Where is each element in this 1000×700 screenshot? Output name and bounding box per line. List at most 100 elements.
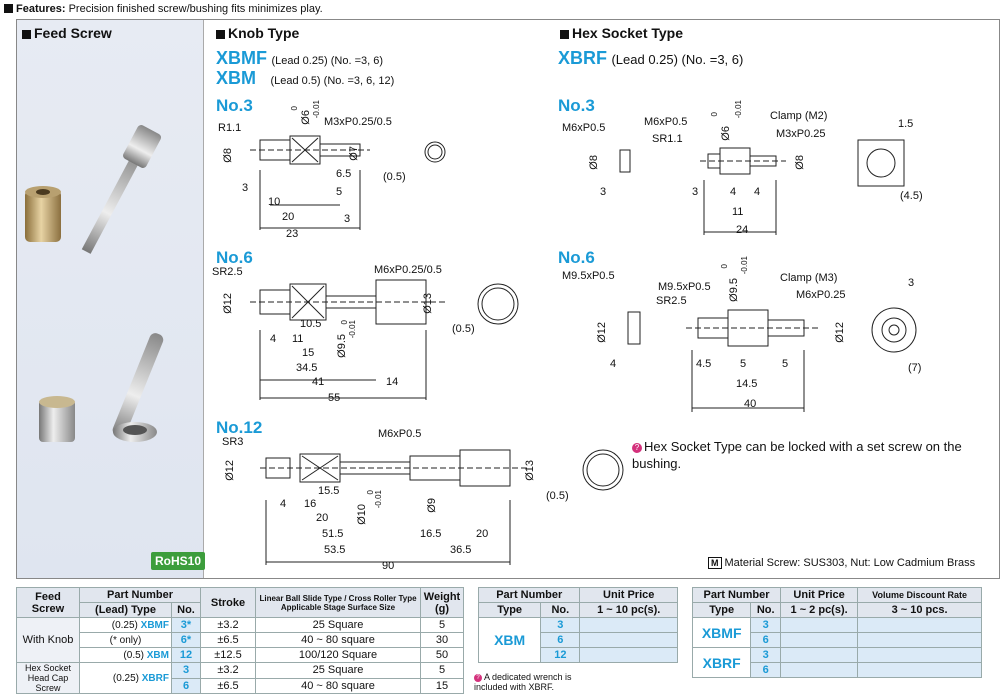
table-row: XBM 3 xyxy=(477,617,678,663)
feed-screw-heading: Feed Screw xyxy=(22,25,112,41)
price-table-xbmf-xbrf: Part Number Unit Price Volume Discount R… xyxy=(691,587,982,678)
product-photo-panel xyxy=(17,20,204,578)
hex-no3-label: No.3 xyxy=(558,96,595,115)
dim-k12-165: 16.5 xyxy=(420,528,442,540)
dim-k12-365: 36.5 xyxy=(450,544,472,556)
dim-h3-15: 1.5 xyxy=(898,118,914,130)
knob-no6-drawing xyxy=(250,279,519,400)
dim-k3-tol: -0.01 xyxy=(312,100,321,119)
dim-h6-tol: -0.01 xyxy=(740,256,749,275)
hex-lock-note: ?Hex Socket Type can be locked with a se… xyxy=(632,439,962,471)
knob-no6-label: No.6 xyxy=(216,248,253,267)
table-row: 6 xyxy=(693,662,982,678)
wrench-note: ?A dedicated wrench is included with XBR… xyxy=(474,672,572,692)
dim-h6-40: 40 xyxy=(744,398,757,410)
dim-h3-m6b: M6xP0.5 xyxy=(644,116,688,128)
rohs-badge: RoHS10 xyxy=(151,552,206,570)
dim-h3-clamp: Clamp (M2) xyxy=(770,110,828,122)
dim-k3-23: 23 xyxy=(286,228,299,240)
dim-h6-7: (7) xyxy=(908,362,922,374)
dim-k12-tol: -0.01 xyxy=(374,490,383,509)
dim-k12-05: (0.5) xyxy=(546,490,569,502)
dim-k3-d8: Ø8 xyxy=(222,148,234,163)
dim-h6-5b: 5 xyxy=(782,358,789,370)
dim-h3-11: 11 xyxy=(732,206,744,218)
knob-no12-drawing xyxy=(260,449,624,565)
dim-k6-sr: SR2.5 xyxy=(212,266,243,278)
dim-h3-d6: Ø6 xyxy=(720,126,732,141)
table-row: XBMF 3 xyxy=(691,617,982,648)
knob-code-xbm: XBM (Lead 0.5) (No. =3, 6, 12) xyxy=(216,68,395,88)
dim-k6-11: 11 xyxy=(292,333,304,345)
dim-h6-5a: 5 xyxy=(740,358,747,370)
dim-k6-4: 4 xyxy=(270,333,277,345)
dim-h6-sr: SR2.5 xyxy=(656,295,687,307)
dim-k6-15: 15 xyxy=(302,347,315,359)
dim-k12-d13: Ø13 xyxy=(524,460,536,481)
knob-type-heading: Knob Type xyxy=(216,25,299,41)
knob-no3-label: No.3 xyxy=(216,96,253,115)
dim-k6-d95: Ø9.5 xyxy=(336,334,348,358)
dim-h6-d12b: Ø12 xyxy=(834,322,846,343)
table-row: (* only) 6* ±6.5 40 ~ 80 square 30 xyxy=(17,632,464,648)
hex-type-heading: Hex Socket Type xyxy=(560,25,683,41)
dim-k12-515: 51.5 xyxy=(322,528,344,540)
dim-k6-345: 34.5 xyxy=(296,362,318,374)
dim-k3-d6: Ø6 xyxy=(300,110,312,125)
dim-k3-3: 3 xyxy=(242,182,249,194)
dim-h6-45: 4.5 xyxy=(696,358,712,370)
dim-h6-m95a: M9.5xP0.5 xyxy=(562,270,615,282)
dim-k12-90: 90 xyxy=(382,560,395,572)
dim-h6-m95b: M9.5xP0.5 xyxy=(658,281,711,293)
dim-h6-3: 3 xyxy=(908,277,915,289)
dim-k12-20b: 20 xyxy=(476,528,489,540)
bullet-square-icon xyxy=(4,4,13,13)
dim-k12-thread: M6xP0.5 xyxy=(378,428,422,440)
knob-code-xbmf: XBMF (Lead 0.25) (No. =3, 6) xyxy=(216,48,384,68)
dim-h3-4b: 4 xyxy=(754,186,761,198)
material-icon: M xyxy=(708,557,722,569)
th-stroke: Stroke xyxy=(200,587,256,618)
price-table-xbm: Part Number Unit Price Type No. 1 ~ 10 p… xyxy=(477,587,678,663)
table-row: With Knob (0.25) XBMF 3* ±3.2 25 Square … xyxy=(16,617,464,663)
dim-k12-sr: SR3 xyxy=(222,436,244,448)
dim-k12-d12: Ø12 xyxy=(224,460,236,481)
dim-k3-20: 20 xyxy=(282,211,295,223)
dim-k6-14: 14 xyxy=(386,376,399,388)
dim-h3-3a: 3 xyxy=(600,186,607,198)
dim-k3-d7: Ø7 xyxy=(348,146,360,161)
table-row: 6 ±6.5 40 ~ 80 square 15 xyxy=(17,677,464,694)
dim-h6-145: 14.5 xyxy=(736,378,758,390)
dim-h3-sr: SR1.1 xyxy=(652,133,683,145)
knob-no3-drawing xyxy=(250,135,446,230)
dim-h3-4a: 4 xyxy=(730,186,737,198)
table-row: 6 xyxy=(479,632,678,648)
dim-h6-d12a: Ø12 xyxy=(596,322,608,343)
dim-k12-d9: Ø9 xyxy=(426,498,438,513)
features-label: Features: xyxy=(16,3,66,15)
features-line: Features: Precision finished screw/bushi… xyxy=(4,3,323,15)
dim-h3-d8a: Ø8 xyxy=(588,155,600,170)
hex-code-xbrf: XBRF (Lead 0.25) (No. =3, 6) xyxy=(558,48,744,68)
hex-no6-label: No.6 xyxy=(558,248,595,267)
group-with-knob: With Knob xyxy=(16,617,80,663)
dim-h6-tol0: 0 xyxy=(720,264,729,269)
price-cell xyxy=(579,617,678,633)
dim-k6-thread: M6xP0.25/0.5 xyxy=(374,264,442,276)
dim-h3-tol: -0.01 xyxy=(734,100,743,119)
dim-h6-d95: Ø9.5 xyxy=(728,278,740,302)
dim-k12-16: 16 xyxy=(304,498,317,510)
dim-k6-05: (0.5) xyxy=(452,323,475,335)
product-photos xyxy=(25,125,164,442)
dim-h3-24: 24 xyxy=(736,224,749,236)
dim-h3-3b: 3 xyxy=(692,186,699,198)
price-cell xyxy=(579,632,678,648)
table-row: (0.5) XBM 12 ±12.5 100/120 Square 50 xyxy=(17,647,464,663)
table-row: XBRF 3 xyxy=(691,647,982,678)
th-no: No. xyxy=(171,602,201,618)
knob-no12-label: No.12 xyxy=(216,418,263,437)
features-text: Precision finished screw/bushing fits mi… xyxy=(68,3,323,15)
